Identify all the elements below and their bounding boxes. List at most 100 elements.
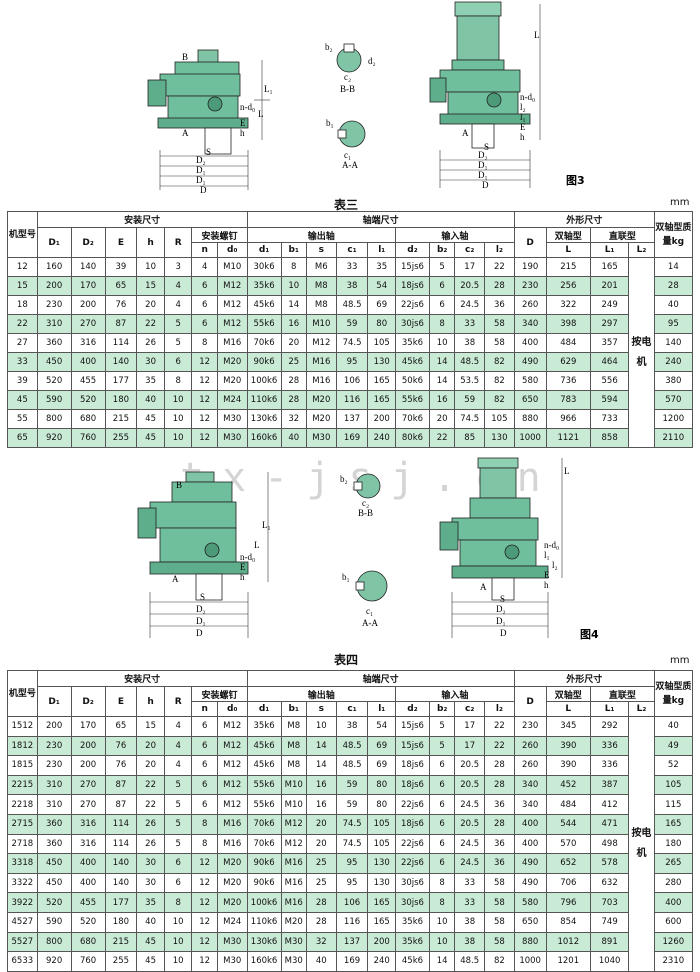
table-cell: 3318 <box>7 853 38 874</box>
table-cell: 48.5 <box>454 951 486 972</box>
col-model: 机型号 <box>7 211 38 258</box>
table-cell: 556 <box>590 371 630 391</box>
table-cell: 28 <box>280 390 307 410</box>
table-cell: 16 <box>280 314 307 334</box>
table-cell: 26 <box>136 333 165 353</box>
table-cell: 180 <box>104 390 138 410</box>
table-cell: 48.5 <box>335 755 369 776</box>
table-cell: M16 <box>280 853 307 874</box>
table-cell: 1121 <box>545 428 592 448</box>
table-cell: 130 <box>367 352 396 372</box>
table-cell: M12 <box>216 755 248 776</box>
svg-text:S: S <box>500 594 505 604</box>
table-cell: M16 <box>216 813 248 835</box>
table-cell: 22 <box>428 428 456 448</box>
table-cell: M10 <box>280 794 307 815</box>
table-cell: 180 <box>104 911 138 933</box>
col-bolt: 安装螺钉 <box>191 227 248 243</box>
svg-text:E: E <box>520 122 526 132</box>
table-cell: 110k6 <box>246 390 282 410</box>
table-cell: 45 <box>136 409 165 429</box>
svg-text:L₁: L₁ <box>262 520 271 530</box>
table-cell: 28 <box>484 774 515 796</box>
svg-text:n-d₀: n-d₀ <box>520 92 535 102</box>
table-cell: M6 <box>305 257 337 277</box>
fig3-right-labels: L n-d₀ l₂ l₁ E h A S D₂ D₁ D₁ D <box>462 30 540 190</box>
table-cell: 48.5 <box>454 352 486 372</box>
table-cell: 2715 <box>7 813 38 835</box>
svg-text:n-d₀: n-d₀ <box>240 552 255 562</box>
table-cell: 10 <box>163 390 193 410</box>
table-cell: 2110 <box>653 428 694 448</box>
table-cell: 55k6 <box>395 390 430 410</box>
table-cell: 398 <box>545 314 592 334</box>
table-cell: 450 <box>36 853 72 874</box>
table-cell: 14 <box>428 371 456 391</box>
table3-title: 表三 <box>334 198 359 212</box>
table-cell: 520 <box>36 892 72 913</box>
table-cell: 30 <box>136 872 165 894</box>
table-cell: 484 <box>545 794 592 815</box>
table-cell: 12 <box>191 371 218 391</box>
col-direct: 直联型 <box>590 227 655 243</box>
table-cell: 140 <box>104 853 138 874</box>
table-cell: 22 <box>484 735 515 757</box>
table-cell: 65 <box>104 716 138 737</box>
table-cell: 24.5 <box>454 295 486 315</box>
table-cell: 10 <box>163 951 193 972</box>
table-cell: 87 <box>104 314 138 334</box>
table-cell: 520 <box>70 390 106 410</box>
table-cell: 18js6 <box>395 755 430 776</box>
table-cell: 140 <box>70 257 106 277</box>
table-cell: 6 <box>428 833 456 855</box>
table-cell: 400 <box>653 892 694 913</box>
table-cell: 28 <box>484 755 515 776</box>
table-cell: 59 <box>335 774 369 796</box>
table-cell: 736 <box>545 371 592 391</box>
table-cell: 854 <box>545 911 592 933</box>
table-cell: 115 <box>653 794 694 815</box>
table-cell: 20.5 <box>454 813 486 835</box>
table-cell: M12 <box>216 794 248 815</box>
table-cell: 240 <box>653 352 694 372</box>
table-cell: 14 <box>280 295 307 315</box>
table-cell: 6 <box>428 774 456 796</box>
svg-text:S: S <box>200 592 205 602</box>
table-cell: 292 <box>590 716 630 737</box>
table-cell: 570 <box>545 833 592 855</box>
table3-unit: mm <box>670 197 690 208</box>
table-cell: M30 <box>305 428 337 448</box>
table-cell: M30 <box>280 951 307 972</box>
table-cell: 703 <box>590 892 630 913</box>
table-cell: 69 <box>367 755 396 776</box>
table-cell: 6533 <box>7 951 38 972</box>
table-cell: 310 <box>36 314 72 334</box>
table-cell: 783 <box>545 390 592 410</box>
table-cell: 6 <box>163 872 193 894</box>
col-b1: b₁ <box>280 242 307 258</box>
table-cell: 40 <box>136 390 165 410</box>
label-c2: c₂ <box>344 72 351 82</box>
table-cell: M20 <box>280 911 307 933</box>
table-cell: 105 <box>653 774 694 796</box>
table-cell: 6 <box>163 352 193 372</box>
table-cell: 160k6 <box>246 951 282 972</box>
table-cell: 580 <box>513 892 547 913</box>
table-cell: 629 <box>545 352 592 372</box>
col-l1: l₁ <box>367 701 396 717</box>
table-cell: 400 <box>513 833 547 855</box>
table-cell: 6 <box>428 813 456 835</box>
table-cell: 255 <box>104 428 138 448</box>
table-cell: 920 <box>36 428 72 448</box>
table-cell: 600 <box>653 911 694 933</box>
table-cell: 35k6 <box>395 931 430 953</box>
col-h: h <box>136 686 165 717</box>
table-cell: 24.5 <box>454 853 486 874</box>
table-cell: 12 <box>191 931 218 953</box>
